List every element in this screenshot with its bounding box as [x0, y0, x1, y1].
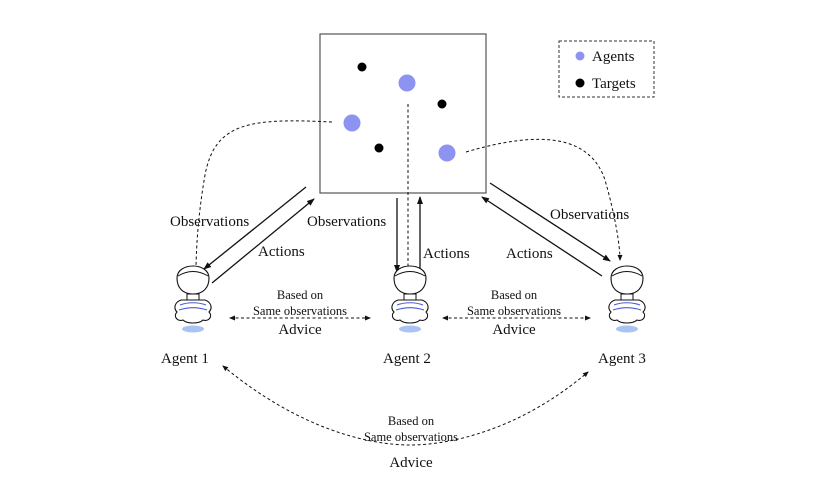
target-dot [374, 143, 384, 153]
legend-agents-swatch [575, 51, 585, 61]
legend-targets-swatch [575, 78, 585, 88]
agent-1-robot-icon [174, 265, 212, 334]
advice-2-3-line2: Same observations [467, 304, 561, 318]
target-dot [437, 99, 447, 109]
advice-1-3-line2: Same observations [364, 430, 458, 444]
observations-arrow-agent1 [203, 186, 307, 270]
target-dot [357, 62, 367, 72]
advice-arrow-1-3 [222, 365, 589, 446]
agent-dot [343, 114, 361, 132]
observations-label-agent1: Observations [170, 214, 249, 230]
advice-1-3-line3: Advice [389, 455, 433, 471]
observations-arrow-agent3 [489, 182, 611, 262]
advice-2-3-line1: Based on [491, 288, 538, 302]
dashed-link-agent1 [193, 120, 333, 273]
actions-label-agent1: Actions [258, 244, 305, 260]
advice-1-2-line2: Same observations [253, 304, 347, 318]
advice-1-2-line1: Based on [277, 288, 324, 302]
advice-1-3-line1: Based on [388, 414, 435, 428]
legend: Agents Targets [558, 40, 655, 98]
agent-2-label: Agent 2 [383, 351, 431, 367]
advice-1-2-line3: Advice [278, 322, 322, 338]
agent-dot [398, 74, 416, 92]
actions-label-agent2: Actions [423, 246, 470, 262]
actions-arrow-agent1 [211, 198, 315, 284]
legend-agents-label: Agents [592, 49, 635, 65]
agent-2-robot-icon [391, 265, 429, 334]
advice-2-3-line3: Advice [492, 322, 536, 338]
environment-box [319, 33, 487, 194]
observations-label-agent3: Observations [550, 207, 629, 223]
actions-label-agent3: Actions [506, 246, 553, 262]
agent-1-label: Agent 1 [161, 351, 209, 367]
agent-3-label: Agent 3 [598, 351, 646, 367]
legend-targets-label: Targets [592, 76, 636, 92]
observations-label-agent2: Observations [307, 214, 386, 230]
actions-arrow-agent3 [481, 196, 603, 277]
dashed-link-agent3 [465, 138, 623, 261]
agent-dot [438, 144, 456, 162]
agent-3-robot-icon [608, 265, 646, 334]
